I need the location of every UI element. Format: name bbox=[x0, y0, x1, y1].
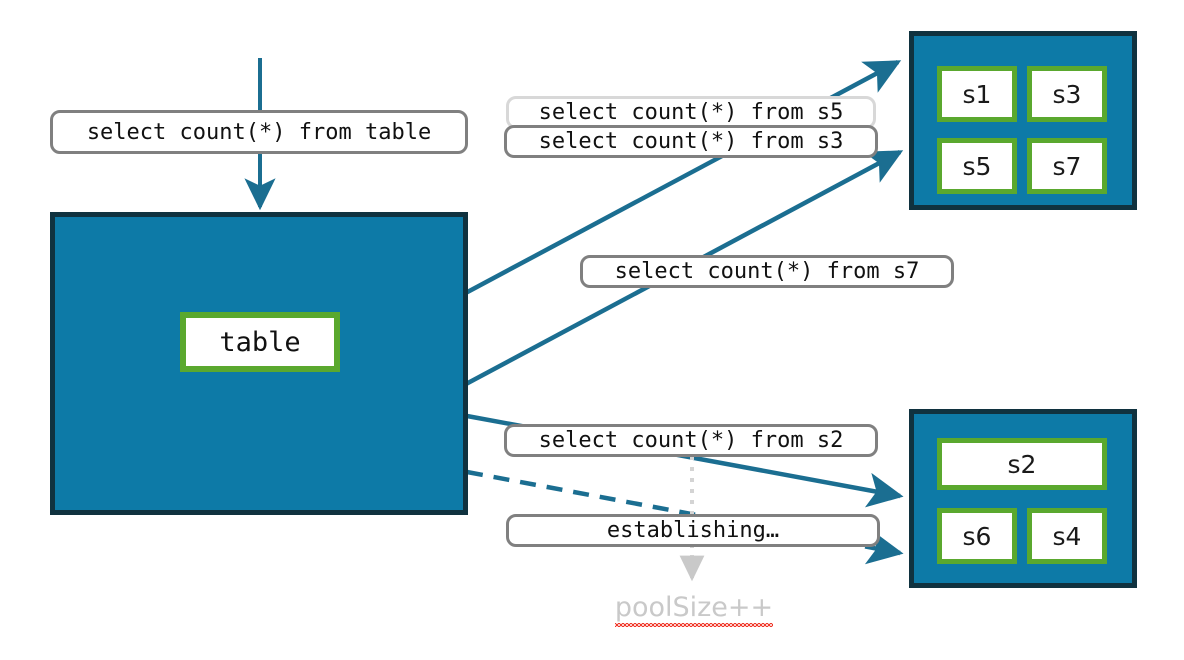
poolsize-annotation-text: poolSize++ bbox=[614, 592, 774, 627]
connection-s4-label: s4 bbox=[1052, 521, 1082, 551]
entry-query-label: select count(*) from table bbox=[50, 110, 468, 154]
query-s2-text: select count(*) from s2 bbox=[538, 428, 844, 453]
connection-s2-label: s2 bbox=[1007, 449, 1037, 479]
table-chip: table bbox=[180, 312, 340, 372]
status-establishing-label: establishing… bbox=[506, 514, 880, 547]
connection-s3: s3 bbox=[1027, 66, 1107, 122]
query-s3-text: select count(*) from s3 bbox=[538, 129, 844, 154]
query-s2-label: select count(*) from s2 bbox=[504, 424, 878, 457]
table-chip-label: table bbox=[219, 326, 301, 358]
connection-s5-label: s5 bbox=[962, 151, 992, 181]
connection-s4: s4 bbox=[1027, 508, 1107, 564]
query-s3-label: select count(*) from s3 bbox=[504, 125, 878, 158]
connection-s1-label: s1 bbox=[962, 79, 992, 109]
connection-s6-label: s6 bbox=[962, 521, 992, 551]
connection-s5: s5 bbox=[937, 138, 1017, 194]
status-establishing-text: establishing… bbox=[606, 518, 780, 543]
entry-query-text: select count(*) from table bbox=[86, 119, 432, 145]
poolsize-annotation: poolSize++ bbox=[594, 592, 794, 627]
connection-s7-label: s7 bbox=[1052, 151, 1082, 181]
connection-s6: s6 bbox=[937, 508, 1017, 564]
connection-s1: s1 bbox=[937, 66, 1017, 122]
connection-s2: s2 bbox=[937, 438, 1107, 490]
connection-s7: s7 bbox=[1027, 138, 1107, 194]
query-s7-label: select count(*) from s7 bbox=[580, 255, 954, 288]
connection-s3-label: s3 bbox=[1052, 79, 1082, 109]
query-s5-text: select count(*) from s5 bbox=[538, 100, 844, 125]
query-s7-text: select count(*) from s7 bbox=[614, 259, 920, 284]
